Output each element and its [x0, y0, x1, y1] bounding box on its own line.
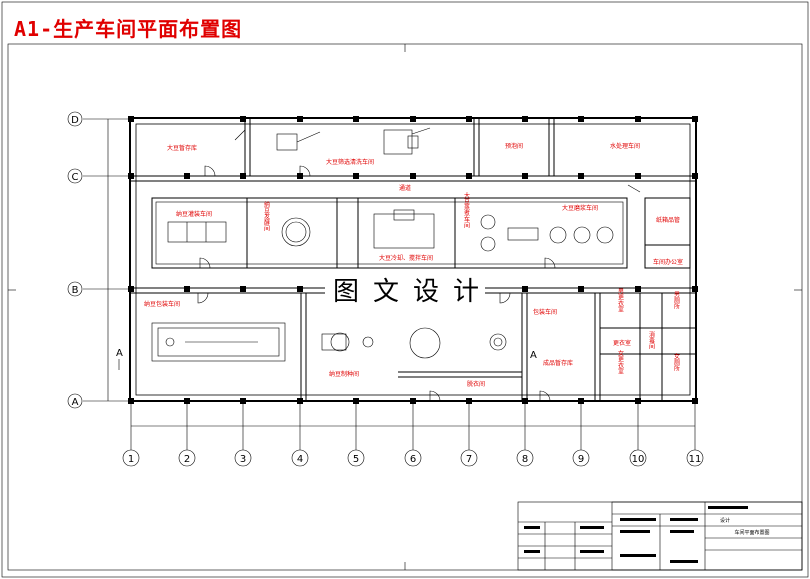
col-label-7: 7	[466, 454, 472, 465]
col-label-5: 5	[353, 454, 359, 465]
room-label: 纳豆灌装车间	[176, 210, 212, 218]
middle-block	[151, 197, 691, 269]
row-bubble	[67, 281, 83, 297]
doors	[197, 129, 641, 402]
col-label-6: 6	[410, 454, 416, 465]
col-label-11: 11	[689, 454, 702, 465]
room-label: 纸箱品管	[656, 216, 680, 224]
room-label: 大豆冷却、搅拌车间	[379, 254, 433, 262]
col-label-8: 8	[522, 454, 528, 465]
room-label: 预泡间	[505, 142, 523, 150]
title-block-drawing-name: 车间平面布置图	[734, 529, 769, 536]
col-label-9: 9	[578, 454, 584, 465]
room-label: 消毒间	[648, 330, 655, 350]
col-label-3: 3	[240, 454, 246, 465]
section-mark-a: A	[116, 348, 123, 359]
room-label: 纳豆制种间	[329, 370, 359, 378]
equipment	[151, 127, 614, 362]
row-bubble	[67, 168, 83, 184]
section-mark: A A	[116, 348, 537, 370]
room-label: 大豆磨浆车间	[562, 204, 598, 212]
room-label: 包装车间	[533, 308, 557, 316]
room-label: 大豆暂存库	[167, 144, 197, 152]
room-label: 大豆蒸煮车间	[463, 191, 470, 229]
row-label-c: C	[72, 172, 79, 183]
bottom-partitions	[300, 293, 696, 401]
col-label-2: 2	[184, 454, 190, 465]
drawing-title: A1-生产车间平面布置图	[14, 17, 243, 41]
row-label-d: D	[71, 115, 79, 126]
room-label: 通道	[399, 184, 411, 192]
row-bubble	[67, 111, 83, 127]
col-label-10: 10	[632, 454, 645, 465]
row-label-b: B	[72, 285, 79, 296]
room-labels: 大豆暂存库 大豆筛选清洗车间 预泡间 水处理车间 通道 纳豆灌装车间 纳豆发酵间…	[144, 142, 683, 388]
room-label: 脱衣间	[467, 380, 485, 388]
room-label: 水处理车间	[610, 142, 640, 150]
room-label: 男更衣室	[617, 288, 624, 312]
watermark: 图文设计	[333, 277, 493, 307]
room-label: 更衣室	[613, 339, 631, 347]
row-label-a: A	[72, 397, 79, 408]
room-label: 成品暂存库	[543, 359, 573, 367]
room-label: 纳豆包装车间	[144, 300, 180, 308]
room-label: 纳豆发酵间	[263, 200, 270, 232]
row-bubble	[67, 393, 83, 409]
room-label: 大豆筛选清洗车间	[326, 158, 374, 166]
top-partitions	[244, 118, 555, 176]
title-block: 设计 车间平面布置图	[517, 501, 803, 571]
room-label: 车间办公室	[653, 258, 683, 266]
title-block-design: 设计	[720, 517, 730, 524]
row-axis: D C B A	[67, 111, 128, 409]
room-label: 男厕所	[673, 291, 680, 310]
room-label: 女更衣室	[617, 349, 624, 374]
col-label-1: 1	[128, 454, 134, 465]
section-mark-a-2: A	[530, 350, 537, 361]
room-label: 女厕所	[673, 352, 680, 372]
col-label-4: 4	[297, 454, 303, 465]
column-axis: 1 2 3 4 5 6 7 8 9 10 11	[122, 404, 704, 467]
